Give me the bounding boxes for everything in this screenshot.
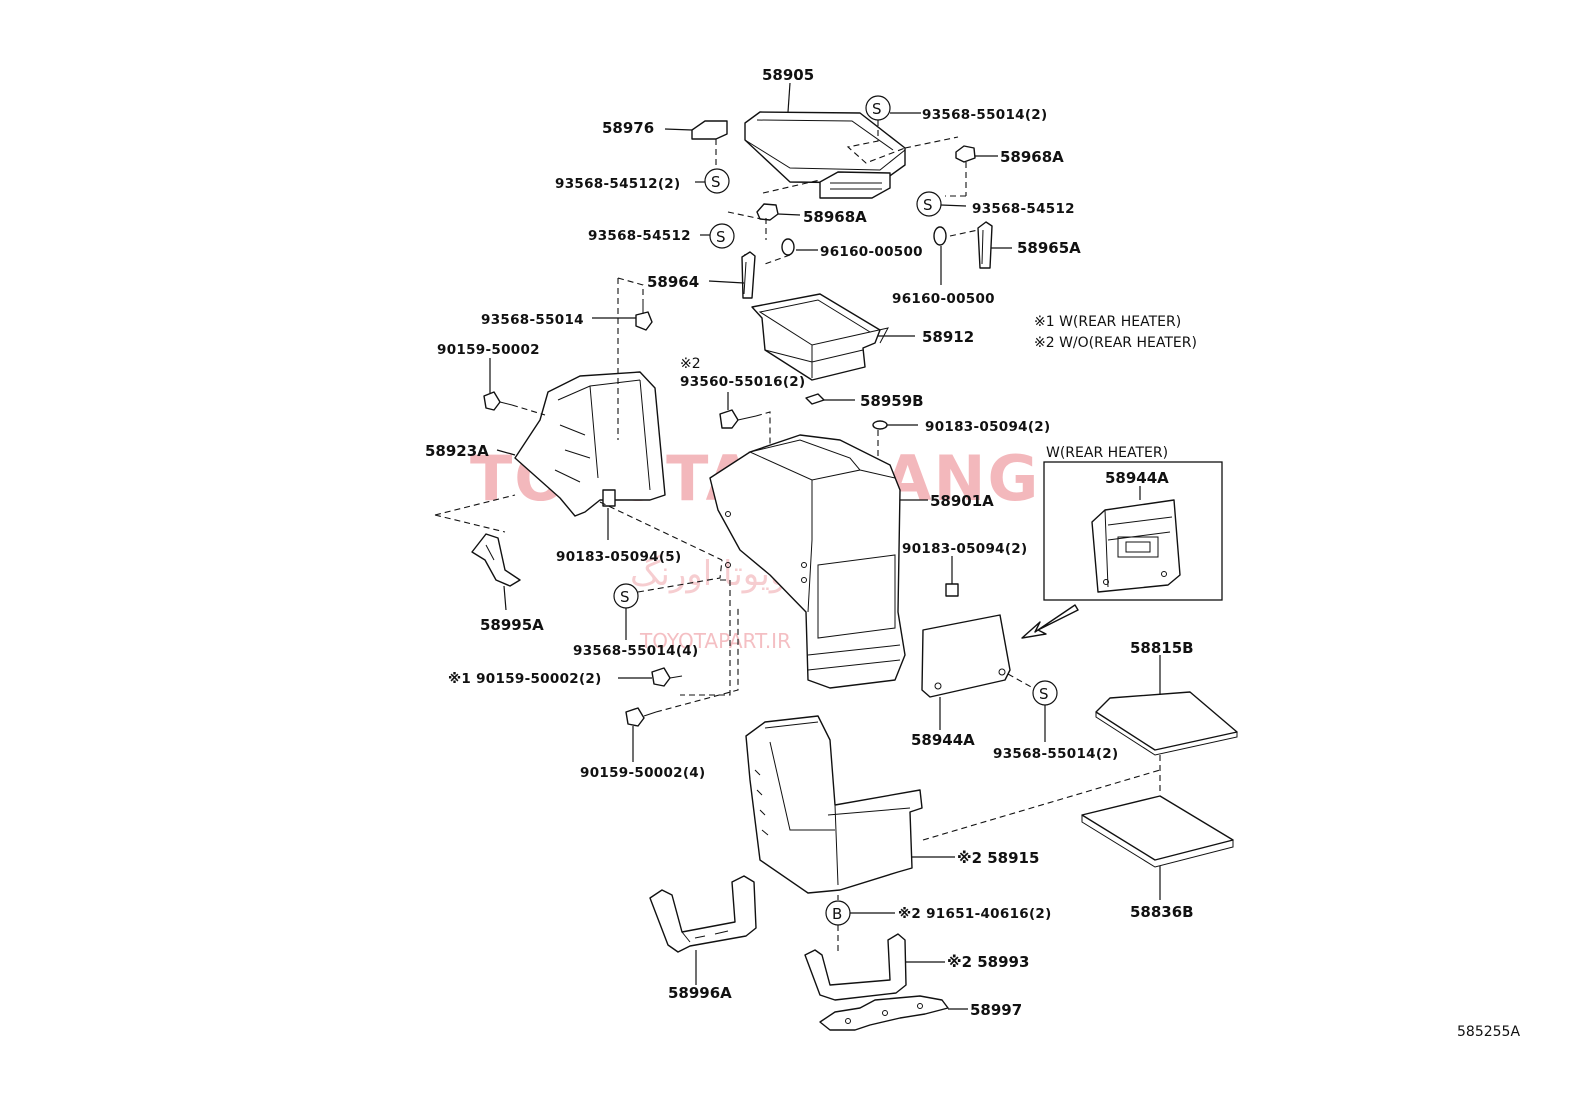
- part-bolt-mid[interactable]: [651, 667, 683, 687]
- part-bracket-right[interactable]: [977, 221, 993, 269]
- inset-rear-heater: [1043, 461, 1223, 601]
- label-58997: 58997: [970, 1001, 1022, 1019]
- note-1: ※1 W(REAR HEATER): [1034, 314, 1181, 330]
- part-bracket-left[interactable]: [741, 251, 756, 299]
- label-90159-50002-4: 90159-50002(4): [580, 765, 705, 781]
- part-bracket-58993[interactable]: [804, 933, 907, 1001]
- label-58923A: 58923A: [425, 442, 489, 460]
- svg-text:S: S: [923, 196, 933, 214]
- label-note1-90159-50002-2: ※1 90159-50002(2): [448, 671, 602, 687]
- screw-symbol: S: [916, 191, 942, 217]
- svg-text:S: S: [872, 100, 882, 118]
- part-bracket-58996A[interactable]: [649, 875, 757, 953]
- label-58976: 58976: [602, 119, 654, 137]
- label-note2-91651-40616-2: ※2 91651-40616(2): [898, 906, 1052, 922]
- part-side-panel[interactable]: [514, 371, 666, 517]
- arrow-icon: [1021, 604, 1079, 639]
- part-pad[interactable]: [805, 393, 825, 405]
- part-clip-mid[interactable]: [945, 583, 959, 597]
- label-58901A: 58901A: [930, 492, 994, 510]
- label-58905: 58905: [762, 66, 814, 84]
- label-93568-54512-2: 93568-54512(2): [555, 176, 680, 192]
- part-tray[interactable]: [751, 293, 889, 381]
- part-bracket-58995A[interactable]: [471, 533, 521, 587]
- label-58995A: 58995A: [480, 616, 544, 634]
- label-58996A: 58996A: [668, 984, 732, 1002]
- label-58944A-inset: 58944A: [1105, 469, 1169, 487]
- label-93568-55014-2-top: 93568-55014(2): [922, 107, 1047, 123]
- label-96160-00500-left: 96160-00500: [820, 244, 923, 260]
- svg-text:S: S: [1039, 685, 1049, 703]
- watermark-site: TOYOTAPART.IR: [639, 629, 791, 653]
- svg-text:S: S: [711, 173, 721, 191]
- part-hinge-tab[interactable]: [691, 120, 728, 140]
- label-note2-mark: ※2: [680, 356, 701, 372]
- part-washer-left[interactable]: [781, 238, 795, 256]
- part-panel-58944A[interactable]: [921, 614, 1011, 698]
- part-lower-box[interactable]: [745, 715, 923, 894]
- label-58968A-mid: 58968A: [803, 208, 867, 226]
- part-mat-58836B[interactable]: [1081, 795, 1234, 868]
- label-58836B: 58836B: [1130, 903, 1194, 921]
- screw-symbol: S: [613, 583, 639, 609]
- svg-text:S: S: [716, 228, 726, 246]
- label-90183-05094-2-top: 90183-05094(2): [925, 419, 1050, 435]
- label-58965A: 58965A: [1017, 239, 1081, 257]
- note-2: ※2 W/O(REAR HEATER): [1034, 335, 1197, 351]
- label-93568-54512-left: 93568-54512: [588, 228, 691, 244]
- label-96160-00500-right: 96160-00500: [892, 291, 995, 307]
- part-clip-right[interactable]: [955, 145, 976, 163]
- label-93568-54512-right: 93568-54512: [972, 201, 1075, 217]
- screw-symbol: S: [865, 95, 891, 121]
- label-note2-58993: ※2 58993: [947, 953, 1029, 971]
- inset-title: W(REAR HEATER): [1046, 445, 1168, 461]
- svg-text:S: S: [620, 588, 630, 606]
- diagram-id: 585255A: [1457, 1024, 1520, 1040]
- label-90159-50002: 90159-50002: [437, 342, 540, 358]
- label-93568-55014: 93568-55014: [481, 312, 584, 328]
- label-58959B: 58959B: [860, 392, 924, 410]
- part-bolt-bottom[interactable]: [625, 707, 657, 727]
- part-clip-center[interactable]: [756, 203, 779, 221]
- screw-symbol: S: [709, 223, 735, 249]
- label-58815B: 58815B: [1130, 639, 1194, 657]
- label-58944A: 58944A: [911, 731, 975, 749]
- label-93568-55014-4: 93568-55014(4): [573, 643, 698, 659]
- label-58912: 58912: [922, 328, 974, 346]
- label-93560-55016-2: 93560-55016(2): [680, 374, 805, 390]
- label-93568-55014-2-bot: 93568-55014(2): [993, 746, 1118, 762]
- label-58964: 58964: [647, 273, 699, 291]
- part-screw-93560[interactable]: [719, 409, 757, 429]
- part-bracket-58997[interactable]: [819, 995, 949, 1031]
- part-washer-right[interactable]: [933, 226, 947, 246]
- label-note2-58915: ※2 58915: [957, 849, 1039, 867]
- svg-text:B: B: [832, 905, 842, 923]
- part-clip-top[interactable]: [872, 420, 888, 430]
- label-58968A-right: 58968A: [1000, 148, 1064, 166]
- part-screw-single[interactable]: [635, 300, 653, 331]
- screw-symbol: S: [704, 168, 730, 194]
- part-mat-58815B[interactable]: [1095, 691, 1238, 756]
- label-90183-05094-5: 90183-05094(5): [556, 549, 681, 565]
- bolt-symbol: B: [825, 900, 851, 926]
- screw-symbol: S: [1032, 680, 1058, 706]
- part-bolt-top-left[interactable]: [483, 391, 513, 411]
- label-90183-05094-2-mid: 90183-05094(2): [902, 541, 1027, 557]
- part-armrest-lid[interactable]: [744, 111, 906, 199]
- part-console-box[interactable]: [709, 434, 906, 689]
